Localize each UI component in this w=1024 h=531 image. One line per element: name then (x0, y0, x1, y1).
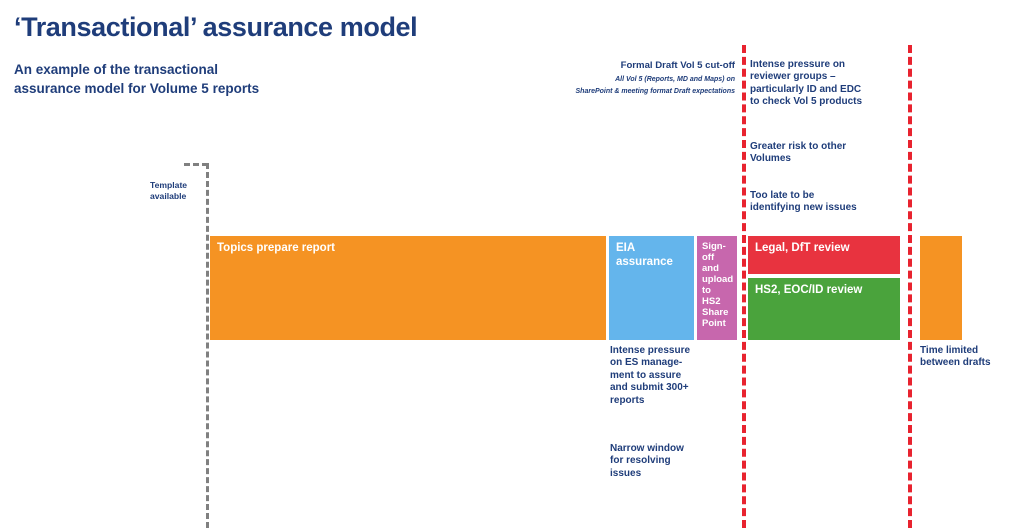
page-subtitle: An example of the transactional assuranc… (14, 62, 260, 96)
annotation-template-available: Template available (150, 180, 188, 201)
annotation-greater-risk: Greater risk to other Volumes (750, 141, 847, 165)
bar-topics-prepare-report[interactable]: Topics prepare report (210, 236, 606, 340)
annotation-time-limited: Time limited between drafts (920, 345, 991, 369)
bar-legal-dft-review[interactable]: Legal, DfT review (748, 236, 900, 274)
bar-next-draft[interactable] (920, 236, 962, 340)
annotation-cutoff-detail: All Vol 5 (Reports, MD and Maps) on Shar… (575, 76, 735, 95)
annotation-narrow-window: Narrow window for resolving issues (610, 443, 684, 479)
annotation-too-late: Too late to be identifying new issues (750, 190, 857, 214)
annotation-reviewer-pressure: Intense pressure on reviewer groups – pa… (750, 59, 863, 108)
bar-legal-dft-review-label: Legal, DfT review (755, 242, 850, 254)
template-timeline-dashed-line (206, 163, 209, 528)
cutoff-dashed-line (742, 45, 746, 528)
right-boundary-dashed-line (908, 45, 912, 528)
bar-eia-assurance[interactable]: EIA assurance (609, 236, 694, 340)
bar-next-draft-label (920, 236, 962, 242)
bar-hs2-eoc-id-review[interactable]: HS2, EOC/ID review (748, 278, 900, 340)
page-title: ‘Transactional’ assurance model (14, 12, 418, 42)
bar-hs2-eoc-id-review-label: HS2, EOC/ID review (755, 284, 863, 296)
annotation-cutoff-heading: Formal Draft Vol 5 cut-off (620, 60, 735, 71)
bar-sign-off-upload-label: Sign-off and upload to HS2 Share Point (702, 241, 734, 329)
bar-topics-prepare-report-label: Topics prepare report (217, 242, 336, 254)
bar-sign-off-upload[interactable]: Sign-off and upload to HS2 Share Point (697, 236, 737, 340)
template-bracket-stub (184, 163, 208, 166)
bar-eia-assurance-label: EIA assurance (616, 242, 673, 268)
annotation-es-pressure: Intense pressure on ES manage- ment to a… (610, 345, 691, 406)
